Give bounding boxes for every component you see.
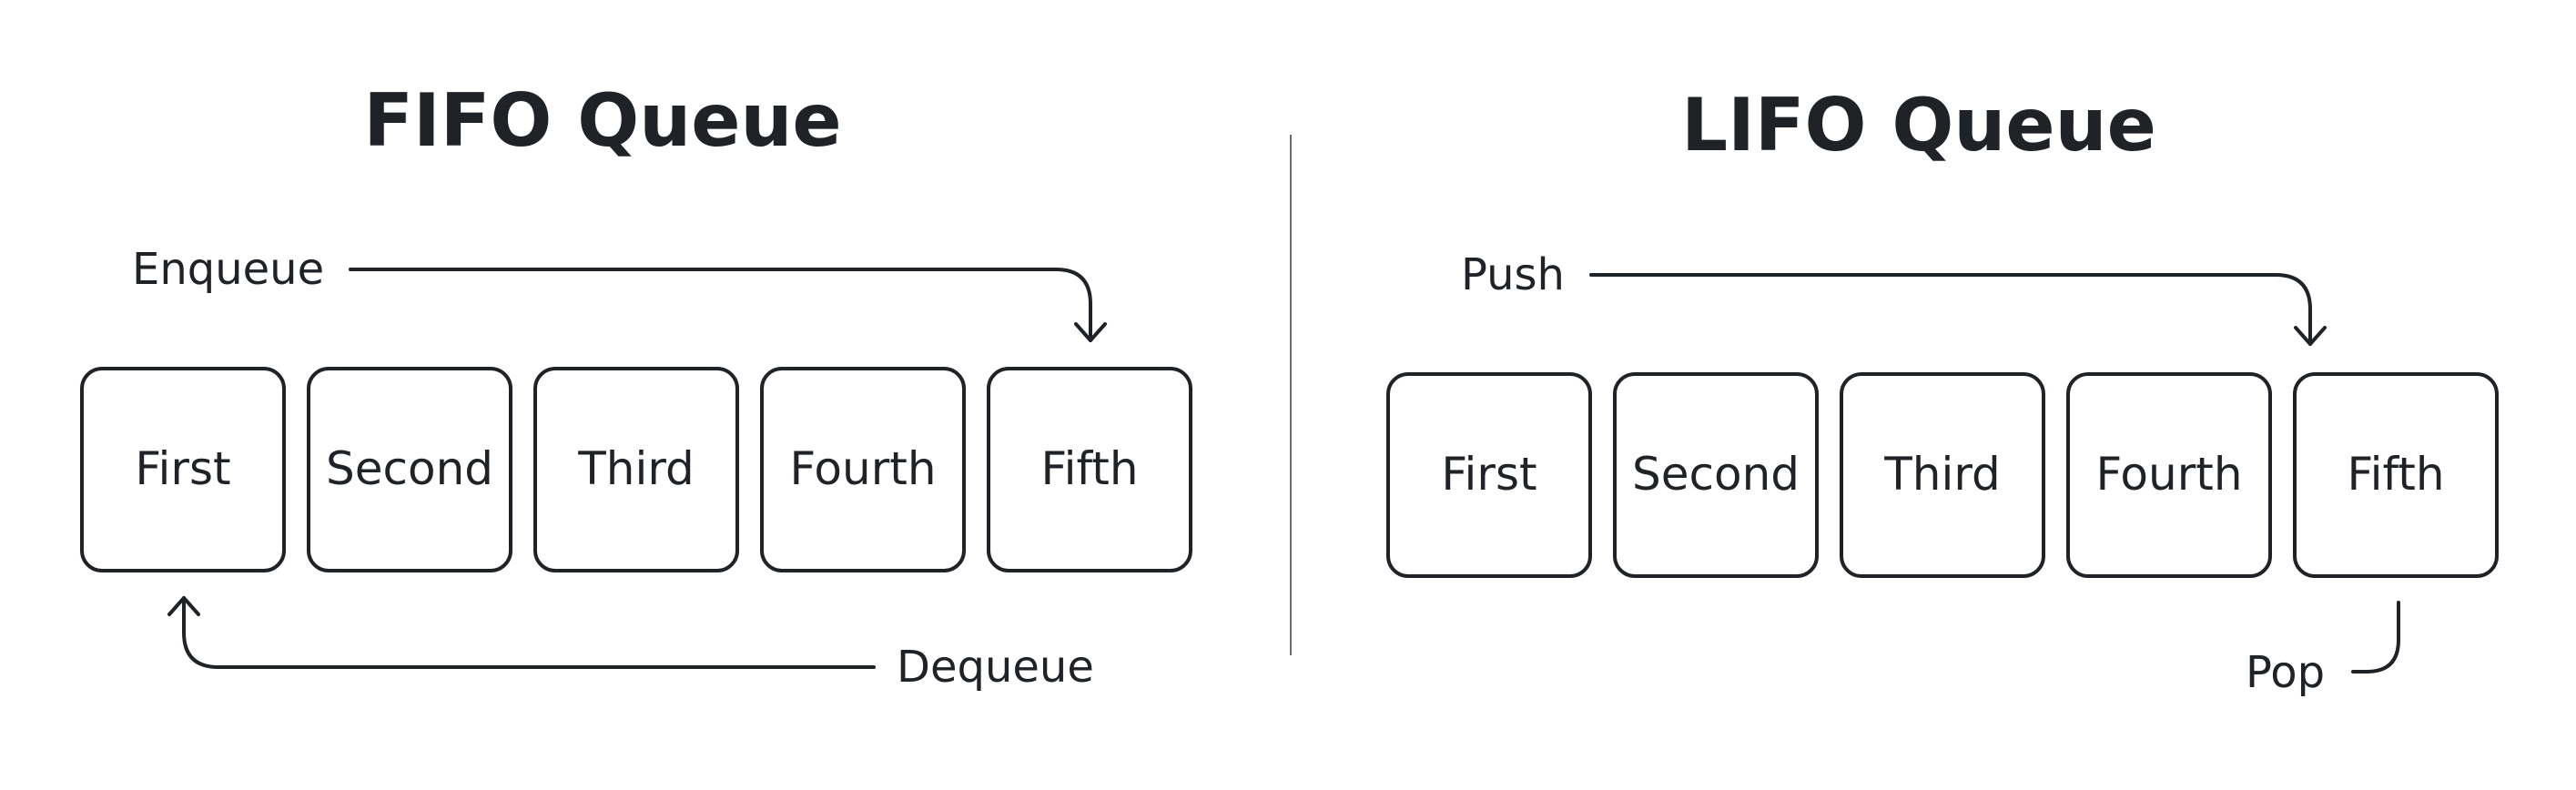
fifo-section: FIFO Queue Enqueue First Second Third Fo… — [80, 78, 1192, 693]
lifo-item-label: Fourth — [2095, 448, 2242, 501]
fifo-item-label: First — [135, 442, 230, 495]
push-arrowhead — [2294, 326, 2327, 346]
fifo-item-box — [80, 367, 286, 572]
lifo-item: Second — [1613, 372, 1819, 578]
push-arrow — [1589, 273, 2312, 346]
fifo-item-box — [760, 367, 966, 572]
fifo-item: Fourth — [760, 367, 966, 572]
dequeue-label: Dequeue — [897, 642, 1094, 693]
lifo-item-box — [2293, 372, 2499, 578]
lifo-title: LIFO Queue — [1681, 83, 2156, 167]
enqueue-arrowhead — [1074, 322, 1107, 342]
fifo-title: FIFO Queue — [363, 78, 841, 163]
pop-arrow — [2351, 601, 2400, 674]
lifo-item: Fourth — [2066, 372, 2272, 578]
enqueue-label: Enqueue — [132, 244, 324, 295]
fifo-item-label: Second — [326, 442, 493, 495]
enqueue-arrow — [349, 268, 1092, 342]
lifo-item-box — [1613, 372, 1819, 578]
dequeue-arrowhead — [167, 596, 200, 616]
push-label: Push — [1461, 249, 1565, 300]
lifo-item-label: Third — [1883, 448, 2001, 501]
lifo-item: First — [1386, 372, 1592, 578]
lifo-item-label: Second — [1632, 448, 1800, 501]
lifo-item: Fifth — [2293, 372, 2499, 578]
fifo-item-label: Fifth — [1040, 442, 1138, 495]
lifo-item-label: Fifth — [2347, 448, 2444, 501]
fifo-item-label: Third — [577, 442, 695, 495]
lifo-item: Third — [1840, 372, 2045, 578]
lifo-section: LIFO Queue Push First Second Third Fourt… — [1386, 83, 2499, 698]
dequeue-arrow — [182, 596, 876, 669]
fifo-item-box — [533, 367, 739, 572]
pop-label: Pop — [2246, 647, 2325, 698]
fifo-item: First — [80, 367, 286, 572]
fifo-item: Second — [307, 367, 512, 572]
lifo-item-box — [2066, 372, 2272, 578]
fifo-item-box — [987, 367, 1192, 572]
lifo-item-box — [1840, 372, 2045, 578]
lifo-item-label: First — [1441, 448, 1536, 501]
fifo-item: Fifth — [987, 367, 1192, 572]
lifo-item-box — [1386, 372, 1592, 578]
fifo-item-box — [307, 367, 512, 572]
fifo-item-label: Fourth — [789, 442, 936, 495]
fifo-item: Third — [533, 367, 739, 572]
